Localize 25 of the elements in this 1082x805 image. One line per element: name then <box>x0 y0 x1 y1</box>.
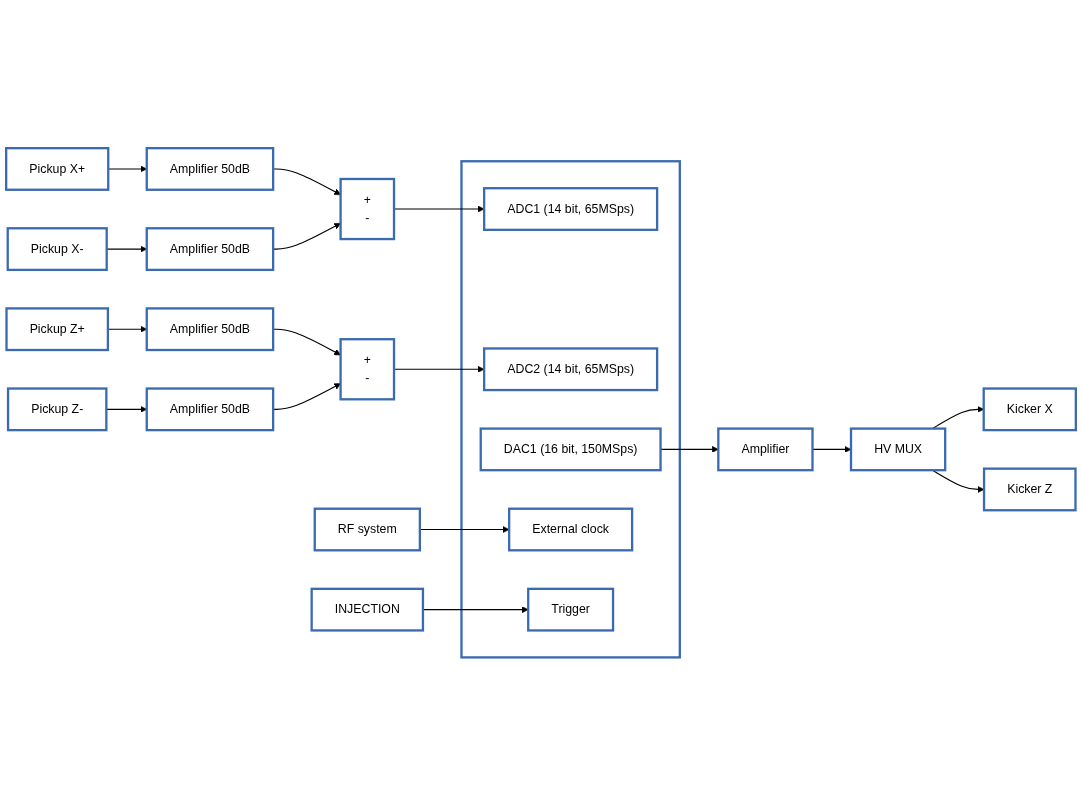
node-box: + - <box>339 337 396 401</box>
node-box: Trigger <box>527 587 615 632</box>
node-box: Amplifier 50dB <box>145 306 275 351</box>
cluster <box>460 159 681 659</box>
arrow <box>422 605 529 613</box>
node-box: + - <box>339 177 396 240</box>
node-box: Pickup X+ <box>5 146 110 191</box>
node-box: Kicker Z <box>982 467 1077 512</box>
node-box: Amplifier 50dB <box>145 226 275 271</box>
node-box: External clock <box>508 507 634 552</box>
node-box: ADC1 (14 bit, 65MSps) <box>483 186 659 231</box>
node-box: Kicker X <box>982 387 1077 431</box>
node-box: DAC1 (16 bit, 150MSps) <box>479 427 662 472</box>
arrow <box>419 525 510 533</box>
node-box: INJECTION <box>310 587 425 632</box>
node-box: Pickup Z- <box>6 387 108 431</box>
node-box: RF system <box>313 507 422 552</box>
node-box: Pickup X- <box>6 226 108 271</box>
node-box: Pickup Z+ <box>5 306 110 351</box>
node-box: Amplifier 50dB <box>145 387 275 431</box>
node-box: Amplifier 50dB <box>145 146 275 191</box>
arrow <box>931 469 985 493</box>
node-box: ADC2 (14 bit, 65MSps) <box>483 347 659 391</box>
node-box: Amplifier <box>717 427 814 472</box>
node-box: HV MUX <box>849 427 947 472</box>
